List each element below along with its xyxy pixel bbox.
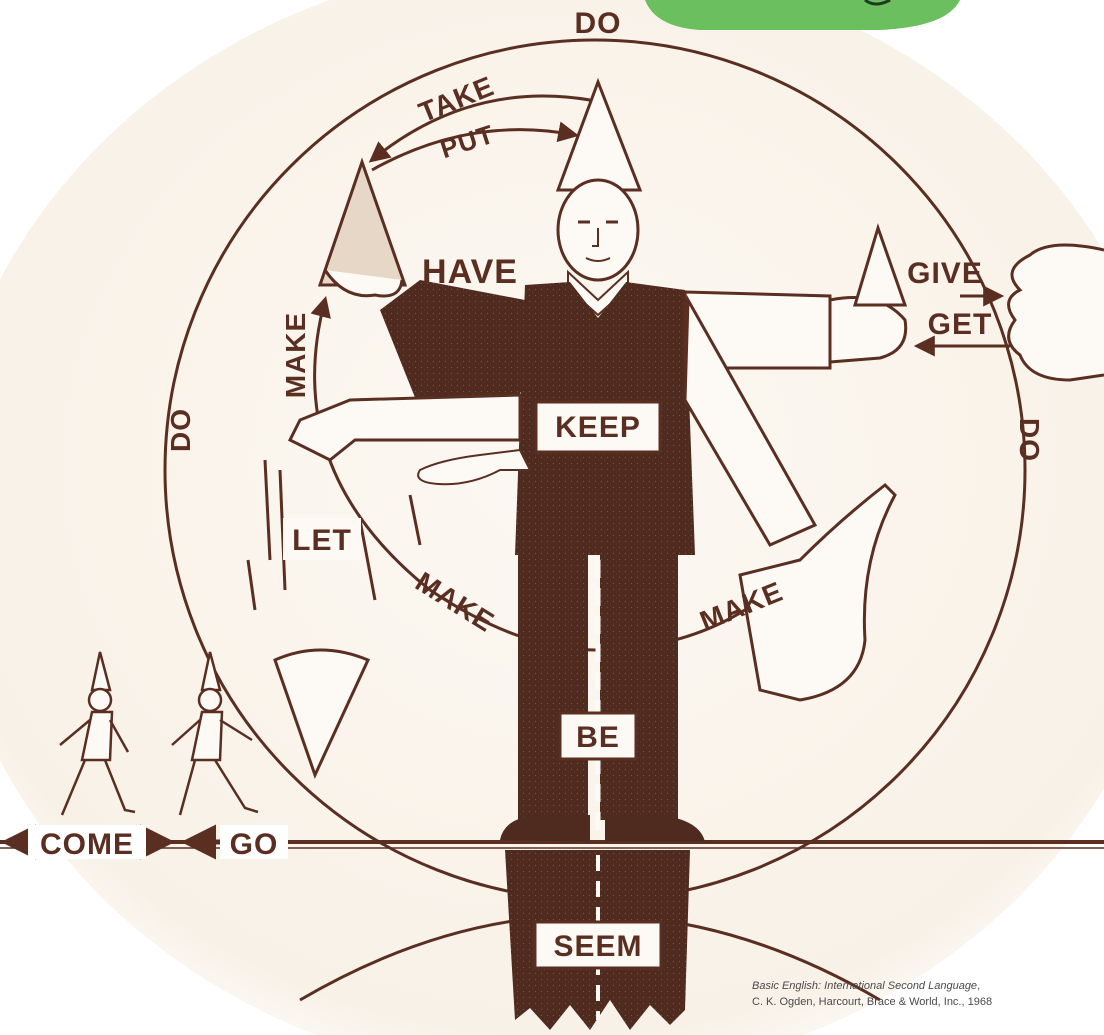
caption-title: Basic English: International Second Lang… bbox=[752, 980, 977, 992]
label-keep: KEEP bbox=[555, 411, 641, 444]
source-caption: Basic English: International Second Lang… bbox=[752, 978, 1092, 1010]
label-get: GET bbox=[928, 308, 993, 341]
label-come: COME bbox=[40, 828, 134, 861]
label-have: HAVE bbox=[422, 253, 518, 291]
label-let: LET bbox=[292, 524, 352, 557]
label-go: GO bbox=[230, 828, 279, 861]
label-do-left: DO bbox=[165, 408, 196, 452]
label-do-right: DO bbox=[1014, 418, 1045, 462]
figure-left-leg bbox=[518, 555, 588, 820]
outside-hand bbox=[1009, 245, 1104, 380]
label-give: GIVE bbox=[907, 257, 983, 290]
caption-comma: , bbox=[977, 980, 980, 992]
label-do-top: DO bbox=[575, 7, 622, 40]
label-seem: SEEM bbox=[553, 930, 642, 963]
label-be: BE bbox=[576, 721, 620, 754]
figure-right-leg bbox=[600, 555, 678, 820]
label-make-left: MAKE bbox=[280, 312, 311, 398]
green-badge bbox=[645, 0, 960, 30]
caption-source: C. K. Ogden, Harcourt, Brace & World, In… bbox=[752, 994, 1092, 1010]
